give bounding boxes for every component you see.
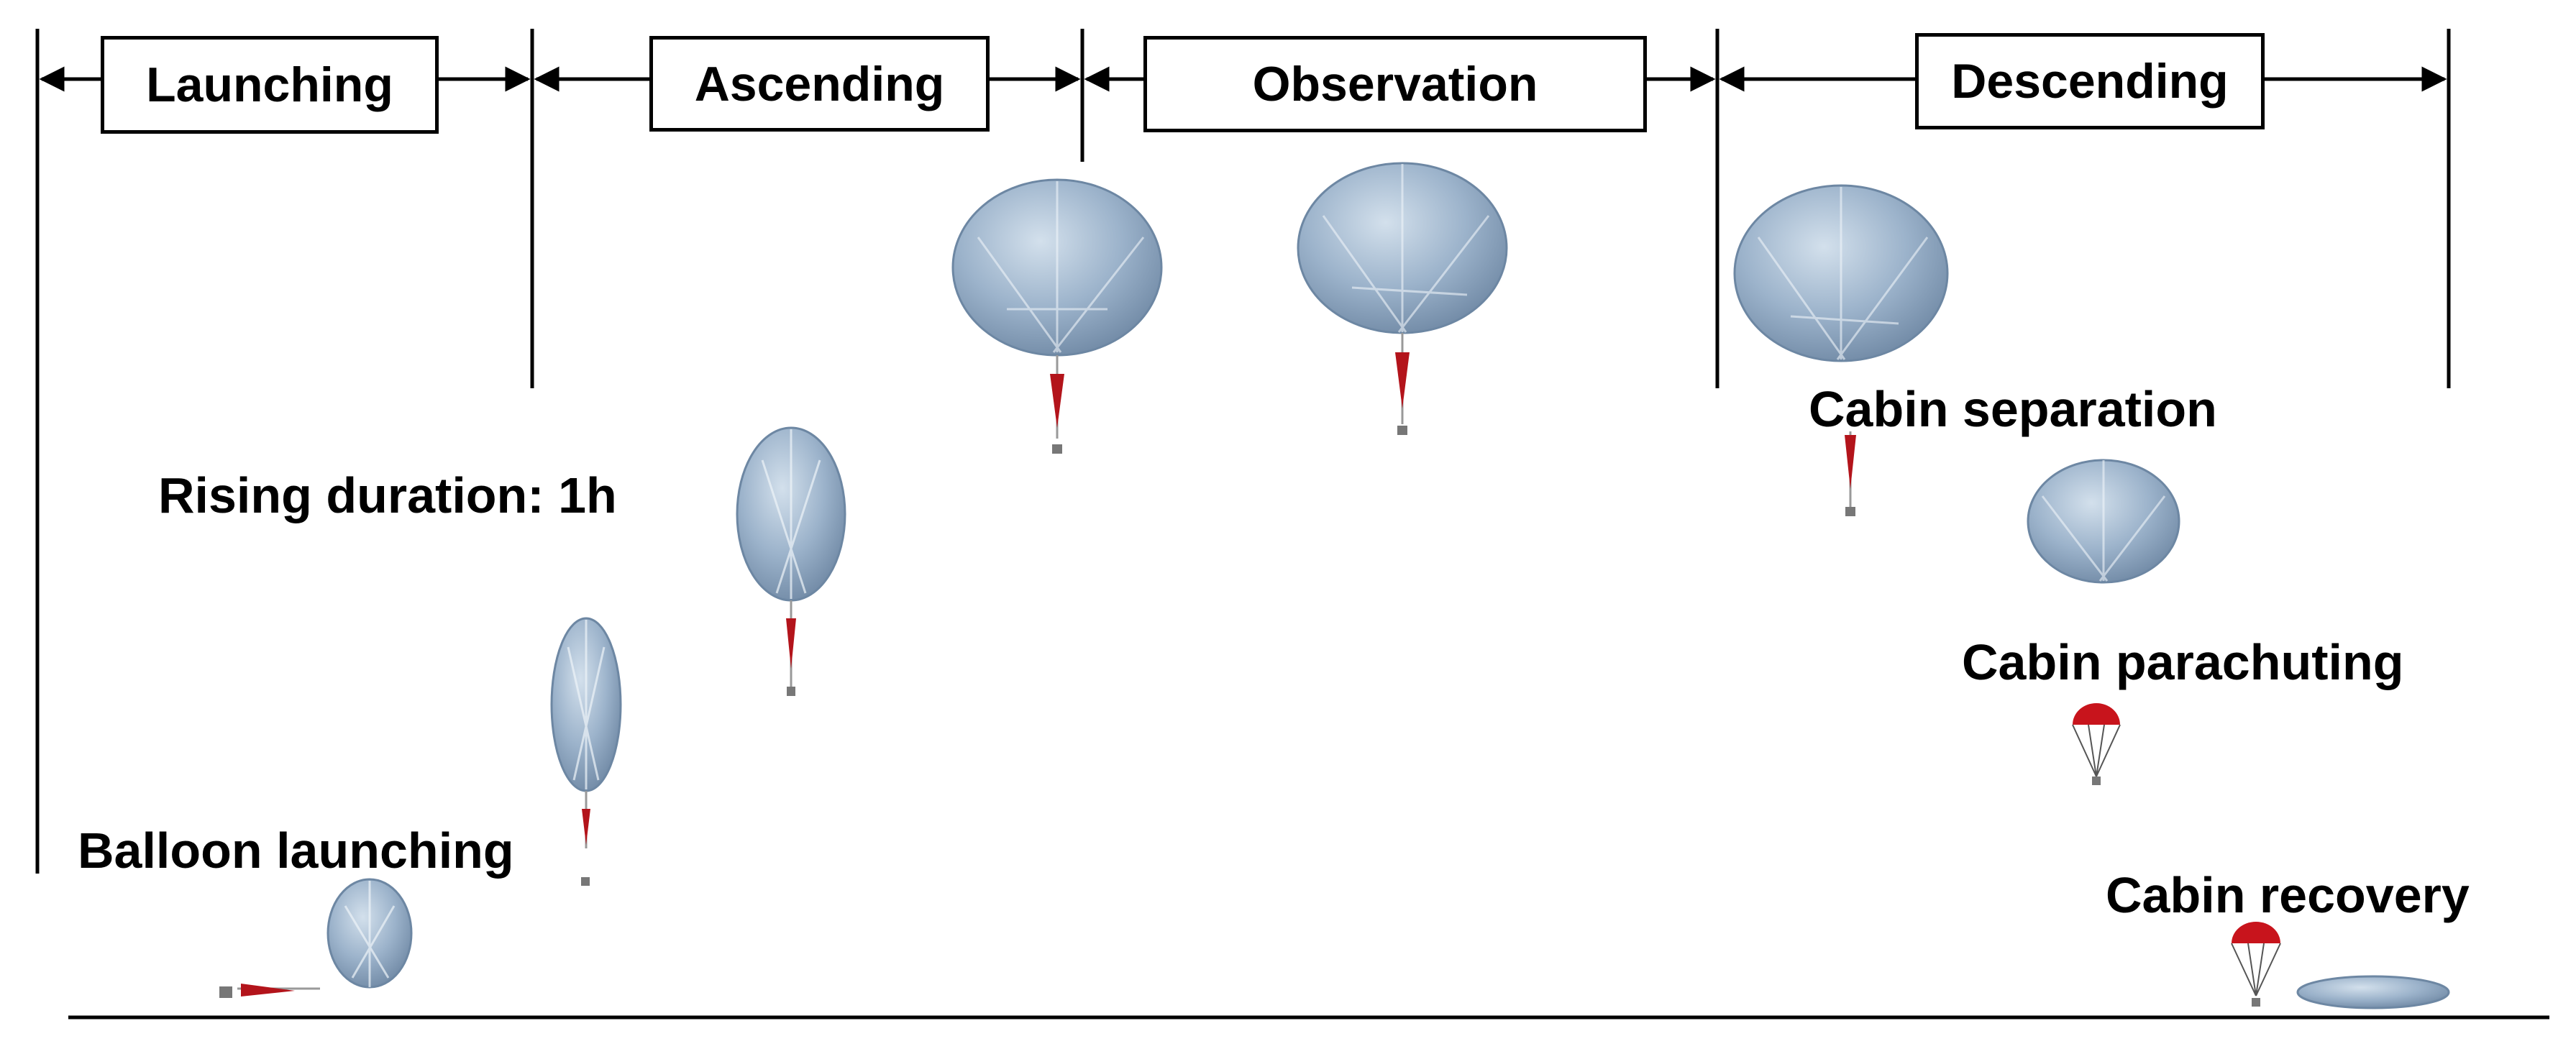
phase-box-ascending: Ascending	[649, 36, 990, 132]
balloon-descend-separation	[1733, 184, 1949, 362]
label-balloon-launching: Balloon launching	[78, 823, 514, 879]
balloon-observation	[1297, 162, 1508, 435]
phase-label-ascending: Ascending	[694, 56, 945, 111]
balloon-ascend-1	[550, 617, 622, 886]
balloon-launch	[219, 878, 413, 998]
balloon-descend-falling	[2027, 459, 2180, 584]
phase-box-descending: Descending	[1915, 33, 2265, 129]
balloon-ascend-2	[736, 426, 846, 696]
label-cabin-recovery: Cabin recovery	[2106, 867, 2470, 923]
parachute-icon	[2072, 703, 2121, 785]
parachute-landing-icon	[2231, 922, 2281, 1007]
deflated-balloon	[2296, 975, 2450, 1009]
label-rising-duration: Rising duration: 1h	[158, 467, 617, 523]
phase-label-launching: Launching	[146, 58, 393, 112]
phase-label-descending: Descending	[1951, 54, 2229, 109]
phase-label-observation: Observation	[1252, 57, 1538, 111]
balloon-ascend-top	[951, 178, 1163, 454]
separated-cabin	[1845, 431, 1856, 516]
label-cabin-separation: Cabin separation	[1809, 381, 2217, 437]
phase-box-observation: Observation	[1143, 36, 1647, 132]
phase-box-launching: Launching	[101, 36, 439, 134]
label-cabin-parachuting: Cabin parachuting	[1962, 634, 2404, 690]
